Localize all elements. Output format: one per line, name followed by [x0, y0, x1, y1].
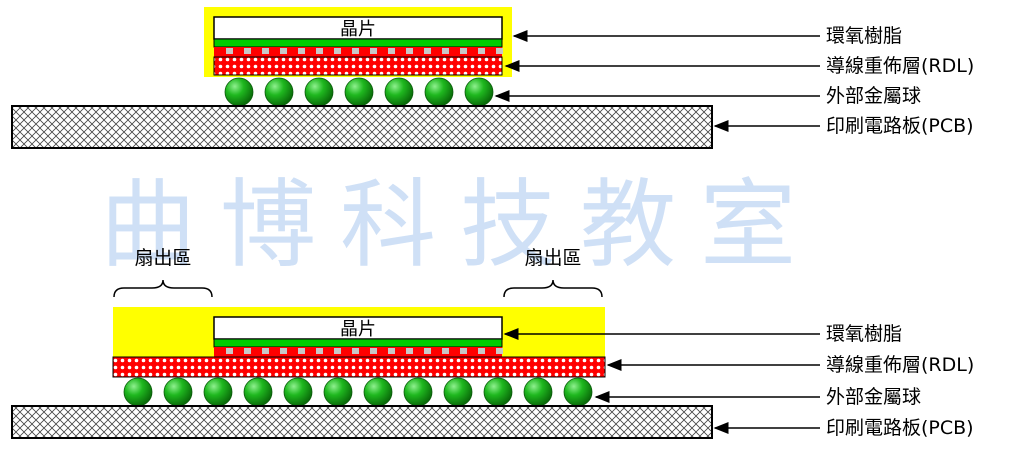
rdl-pad [460, 48, 467, 54]
rdl-pad [298, 48, 305, 54]
rdl-pad [478, 48, 485, 54]
top-pcb [11, 105, 713, 149]
rdl-pad [424, 48, 431, 54]
rdl-pad [352, 48, 359, 54]
bottom-rdl-label: 導線重佈層(RDL) [826, 354, 974, 376]
top-chip-green-layer [213, 38, 503, 48]
solder-ball [264, 77, 294, 107]
top-pcb-label: 印刷電路板(PCB) [826, 115, 974, 137]
rdl-pad [334, 348, 341, 354]
rdl-pad [370, 48, 377, 54]
top-chip-label: 晶片 [340, 19, 376, 40]
rdl-pad [478, 348, 485, 354]
bottom-solder-balls [123, 377, 593, 407]
rdl-pad [460, 348, 467, 354]
fanout-right-brace [503, 279, 603, 298]
top-epoxy-label: 環氧樹脂 [826, 25, 902, 47]
solder-ball [523, 377, 553, 407]
rdl-pad [388, 48, 395, 54]
bottom-epoxy-label: 環氧樹脂 [826, 323, 902, 345]
fanout-left-brace [113, 279, 213, 298]
bottom-pcb-label: 印刷電路板(PCB) [826, 417, 974, 439]
fanout-right-label: 扇出區 [524, 247, 581, 269]
bottom-pcb [11, 405, 713, 439]
solder-ball [424, 77, 454, 107]
bottom-rdl-layer [112, 356, 606, 378]
rdl-pad [262, 48, 269, 54]
rdl-pad [244, 348, 251, 354]
solder-ball [403, 377, 433, 407]
solder-ball [563, 377, 593, 407]
solder-ball [443, 377, 473, 407]
solder-ball [243, 377, 273, 407]
solder-ball [224, 77, 254, 107]
rdl-pad [244, 48, 251, 54]
bottom-chip-green-layer [213, 338, 503, 348]
watermark-text: 曲博科技教室 [100, 169, 820, 281]
rdl-pad [406, 48, 413, 54]
top-balls-label: 外部金屬球 [826, 85, 921, 107]
solder-ball [363, 377, 393, 407]
solder-ball [163, 377, 193, 407]
rdl-pad [280, 348, 287, 354]
rdl-pad [316, 48, 323, 54]
bottom-balls-label: 外部金屬球 [826, 386, 921, 408]
solder-ball [203, 377, 233, 407]
top-diagram: 晶片 環氧樹脂 導線重佈層(RDL) 外部金屬球 印刷電路板(PCB) [11, 7, 974, 149]
solder-ball [384, 77, 414, 107]
rdl-pad [298, 348, 305, 354]
rdl-pad [406, 348, 413, 354]
rdl-pad [424, 348, 431, 354]
solder-ball [123, 377, 153, 407]
bottom-chip-label: 晶片 [340, 319, 376, 340]
rdl-pad [370, 348, 377, 354]
bottom-rdl-pads [226, 348, 503, 354]
bottom-diagram: 扇出區 扇出區 晶片 環氧樹脂 導線重佈層(RDL) 外部金屬球 印刷電路板(P… [11, 247, 974, 439]
rdl-pad [226, 48, 233, 54]
rdl-pad [442, 48, 449, 54]
top-rdl-layer [213, 56, 503, 76]
top-rdl-pads [226, 48, 503, 54]
rdl-pad [280, 48, 287, 54]
top-solder-balls [224, 77, 494, 107]
rdl-pad [226, 348, 233, 354]
top-rdl-label: 導線重佈層(RDL) [826, 55, 974, 77]
rdl-pad [388, 348, 395, 354]
rdl-pad [352, 348, 359, 354]
rdl-pad [496, 348, 503, 354]
solder-ball [283, 377, 313, 407]
fanout-left-label: 扇出區 [134, 247, 191, 269]
rdl-pad [442, 348, 449, 354]
solder-ball [304, 77, 334, 107]
rdl-pad [496, 48, 503, 54]
rdl-pad [334, 48, 341, 54]
solder-ball [483, 377, 513, 407]
solder-ball [344, 77, 374, 107]
rdl-pad [316, 348, 323, 354]
rdl-pad [262, 348, 269, 354]
solder-ball [323, 377, 353, 407]
solder-ball [464, 77, 494, 107]
